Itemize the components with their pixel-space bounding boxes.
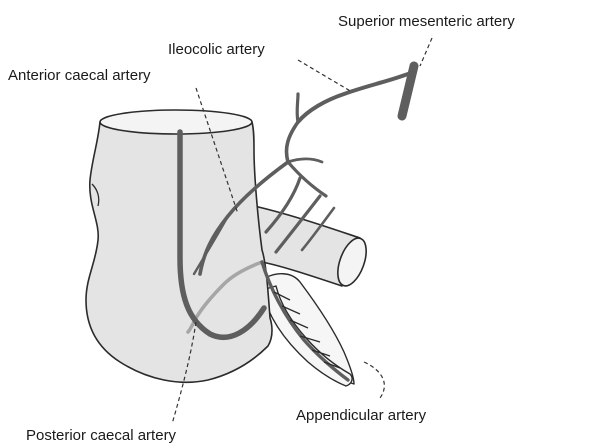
label-superior-mesenteric-artery: Superior mesenteric artery: [338, 13, 515, 30]
leader-superior-mesenteric: [420, 38, 432, 66]
label-ileocolic-artery: Ileocolic artery: [168, 41, 265, 58]
label-posterior-caecal-artery: Posterior caecal artery: [26, 427, 177, 444]
label-appendicular-artery: Appendicular artery: [296, 407, 427, 424]
caecum-opening: [100, 110, 252, 134]
leader-appendicular: [364, 362, 384, 398]
label-anterior-caecal-artery: Anterior caecal artery: [8, 67, 151, 84]
leader-ileocolic: [298, 60, 352, 92]
